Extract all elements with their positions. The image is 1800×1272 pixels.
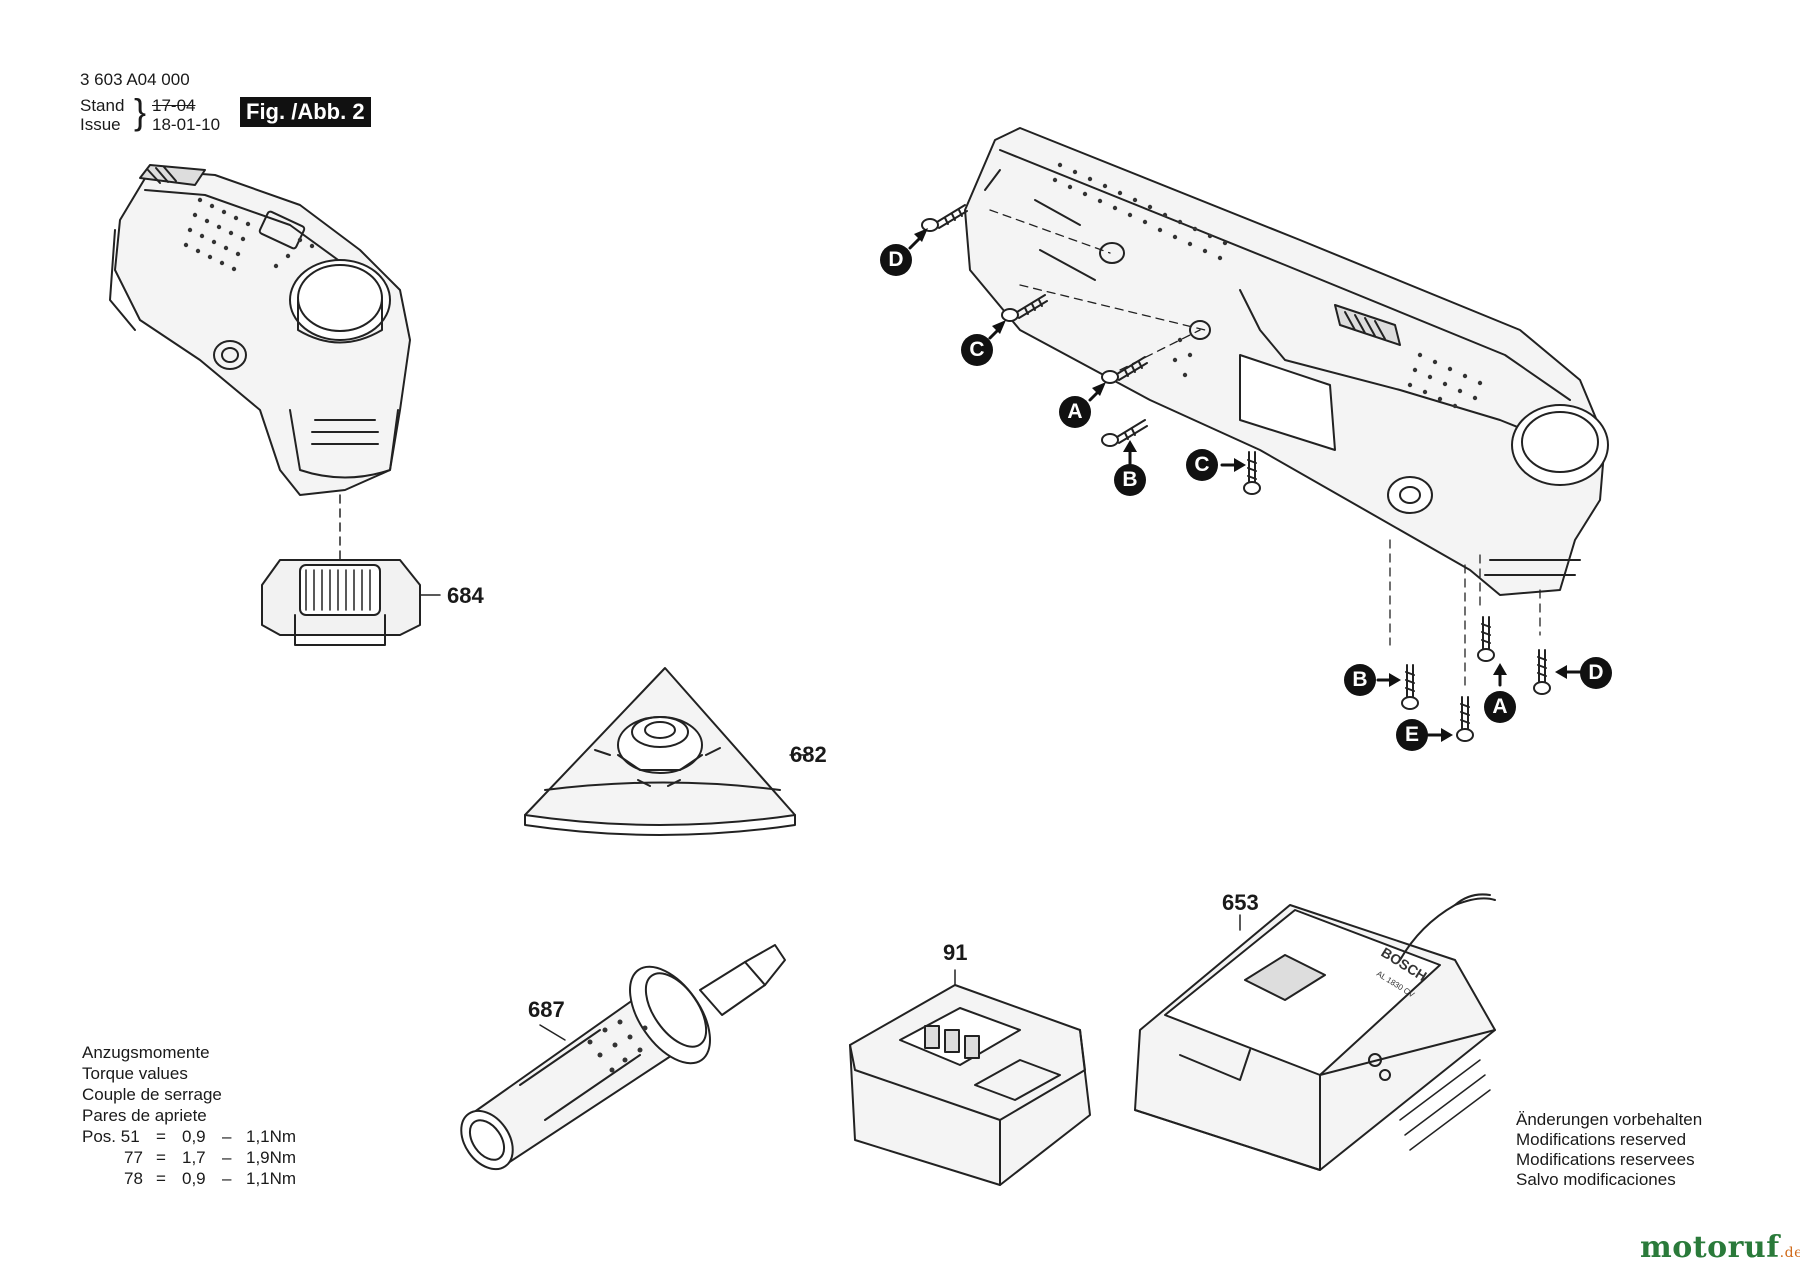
part-687-handle <box>460 944 786 1171</box>
modifications-line-de: Änderungen vorbehalten <box>1516 1110 1703 1129</box>
torque-dash: – <box>222 1148 232 1167</box>
watermark-suffix: .de <box>1779 1245 1800 1261</box>
torque-max: 1,1Nm <box>246 1169 297 1188</box>
part-number: 3 603 A04 000 <box>80 70 190 89</box>
brace-bracket-icon: } <box>134 91 147 132</box>
screw-badge-d-top: D <box>880 244 912 276</box>
callout-653: 653 <box>1222 890 1259 915</box>
issue-value: 18-01-10 <box>152 115 221 134</box>
watermark-logo: motoruf.de <box>1640 1230 1800 1265</box>
screw-d-bot <box>1533 649 1551 695</box>
torque-eq: = <box>156 1127 166 1146</box>
torque-min: 0,9 <box>182 1127 206 1146</box>
screw-badge-a-bot: A <box>1484 691 1516 723</box>
modifications-line-fr: Modifications reservees <box>1516 1150 1695 1169</box>
torque-min: 0,9 <box>182 1169 206 1188</box>
stand-label: Stand <box>80 96 125 115</box>
torque-dash: – <box>222 1169 232 1188</box>
screw-badge-b-bot: B <box>1344 664 1376 696</box>
callout-684: 684 <box>447 583 484 608</box>
screw-c-mid <box>1243 451 1261 495</box>
torque-pos: 78 <box>124 1169 143 1188</box>
torque-heading-en: Torque values <box>82 1064 188 1083</box>
part-91-battery <box>849 969 1091 1186</box>
torque-max: 1,9Nm <box>246 1148 297 1167</box>
screw-a-top <box>1101 356 1148 384</box>
torque-heading-es: Pares de apriete <box>82 1106 207 1125</box>
issue-label: Issue <box>80 115 121 134</box>
tool-body-right-illustration <box>964 127 1609 691</box>
torque-max: 1,1Nm <box>246 1127 297 1146</box>
torque-pos: 77 <box>124 1148 143 1167</box>
modifications-line-en: Modifications reserved <box>1516 1130 1687 1149</box>
screw-badge-b-top: B <box>1114 464 1146 496</box>
torque-pos: Pos. 51 <box>82 1127 140 1146</box>
screw-a-bot <box>1477 616 1495 662</box>
screw-b-bot <box>1401 664 1419 710</box>
torque-eq: = <box>156 1148 166 1167</box>
watermark-main: motoruf <box>1640 1230 1780 1265</box>
modifications-notice: Änderungen vorbehalten Modifications res… <box>1516 1110 1702 1190</box>
torque-heading-fr: Couple de serrage <box>82 1085 222 1104</box>
callout-91: 91 <box>943 940 968 965</box>
torque-heading-de: Anzugsmomente <box>82 1043 210 1062</box>
callout-682: 682 <box>790 742 827 767</box>
part-684-holder <box>261 559 441 646</box>
torque-min: 1,7 <box>182 1148 206 1167</box>
screw-badge-c-mid: C <box>1186 449 1218 481</box>
screw-badge-c-top: C <box>961 334 993 366</box>
screw-badge-e-bot: E <box>1396 719 1428 751</box>
part-682-sanding-plate <box>524 667 809 836</box>
callout-687: 687 <box>528 997 565 1022</box>
part-653-charger: BOSCH AL 1830 CV <box>1134 893 1496 1171</box>
stand-value: 17-04 <box>152 96 196 115</box>
screw-badge-d-bot: D <box>1580 657 1612 689</box>
screw-e-bot <box>1456 696 1474 742</box>
screw-c-top <box>1001 294 1048 322</box>
screw-d-top <box>921 204 968 232</box>
badge-arrows <box>908 228 1585 742</box>
tool-head-left-illustration <box>109 164 411 591</box>
torque-eq: = <box>156 1169 166 1188</box>
screws <box>921 204 1551 742</box>
screw-badge-a-top: A <box>1059 396 1091 428</box>
torque-dash: – <box>222 1127 232 1146</box>
figure-label: Fig. /Abb. 2 <box>240 97 371 127</box>
screw-b-top <box>1101 419 1148 447</box>
modifications-line-es: Salvo modificaciones <box>1516 1170 1676 1189</box>
